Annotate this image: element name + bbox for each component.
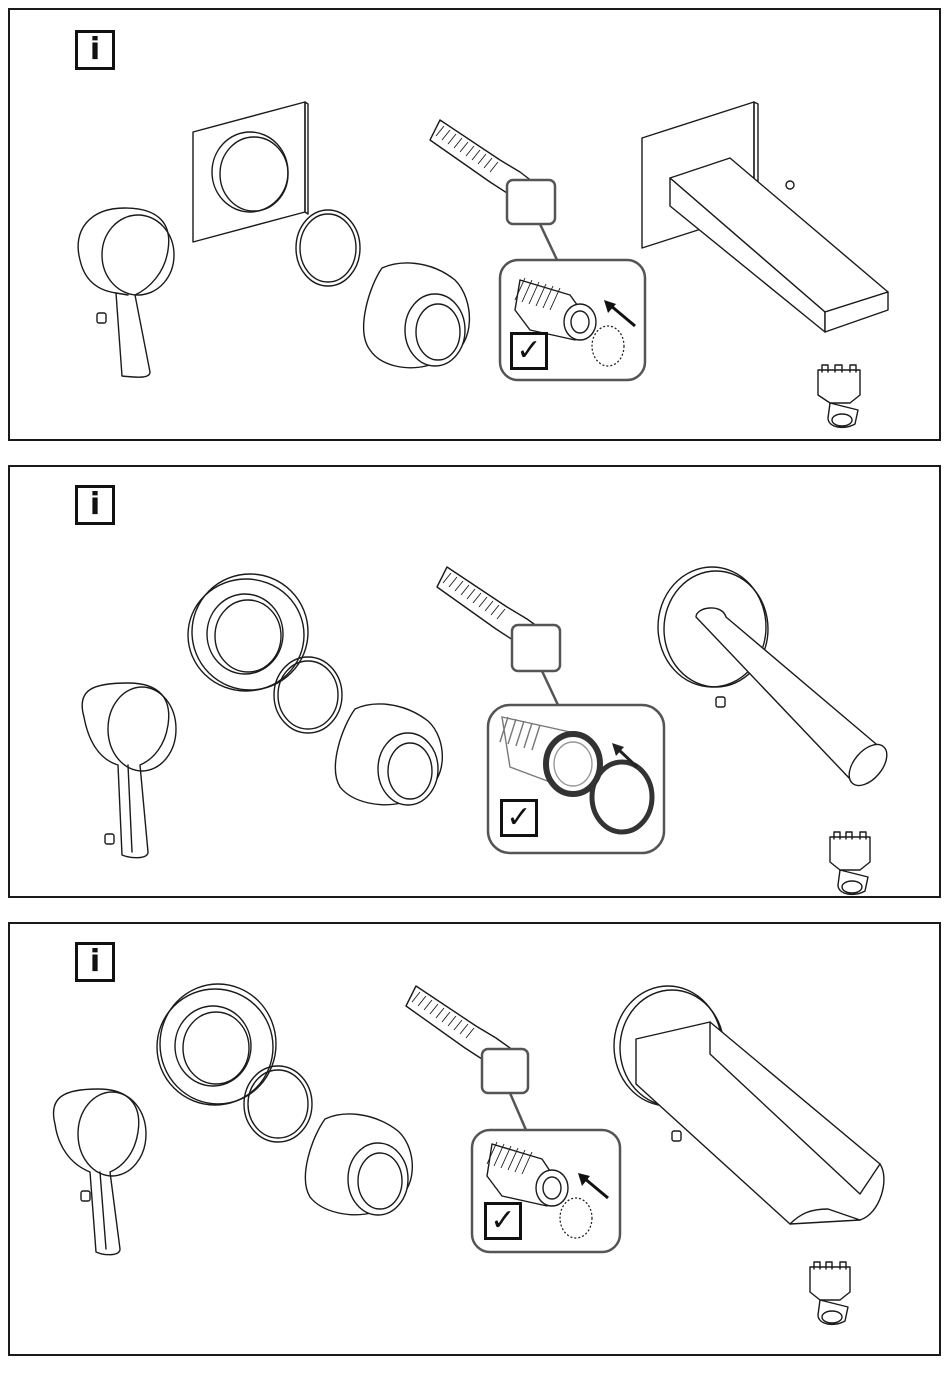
o-ring — [274, 657, 342, 733]
wrench-tool-icon — [830, 832, 870, 894]
grub-screw — [81, 1191, 90, 1201]
check-icon: ✓ — [484, 1202, 522, 1240]
round-spout — [658, 567, 894, 792]
wrench-tool-icon — [810, 1262, 850, 1324]
panel-round-plate-angled-spout: i — [8, 922, 941, 1356]
grub-screw — [672, 1131, 681, 1141]
lever-handle — [82, 683, 176, 858]
callout-leader — [540, 224, 558, 262]
panel-2-drawing — [10, 467, 943, 900]
grub-screw — [105, 834, 114, 844]
lever-handle — [53, 1089, 146, 1255]
round-wall-plate — [157, 984, 276, 1105]
square-wall-plate — [193, 102, 308, 242]
detail-marker — [482, 1049, 528, 1093]
grub-screw — [716, 697, 725, 707]
round-wall-plate — [188, 574, 308, 691]
detail-marker — [507, 180, 555, 224]
panel-1-drawing — [10, 10, 943, 443]
wrench-tool-icon — [818, 365, 860, 427]
panel-3-drawing — [10, 924, 943, 1358]
cartridge-sleeve — [335, 704, 442, 805]
grub-screw — [97, 313, 106, 323]
cartridge-sleeve — [364, 263, 470, 368]
callout-leader — [510, 1093, 526, 1130]
panel-round-plate: i — [8, 465, 941, 898]
cartridge-sleeve — [305, 1114, 412, 1215]
lever-handle — [78, 208, 174, 377]
callout-leader — [542, 671, 558, 705]
square-spout — [642, 102, 888, 332]
panel-square-plate: i — [8, 8, 941, 441]
o-ring — [244, 1066, 312, 1142]
o-ring — [296, 210, 360, 286]
detail-marker — [512, 625, 560, 671]
angled-spout — [614, 986, 884, 1224]
check-icon: ✓ — [500, 799, 538, 837]
check-icon: ✓ — [510, 332, 548, 370]
